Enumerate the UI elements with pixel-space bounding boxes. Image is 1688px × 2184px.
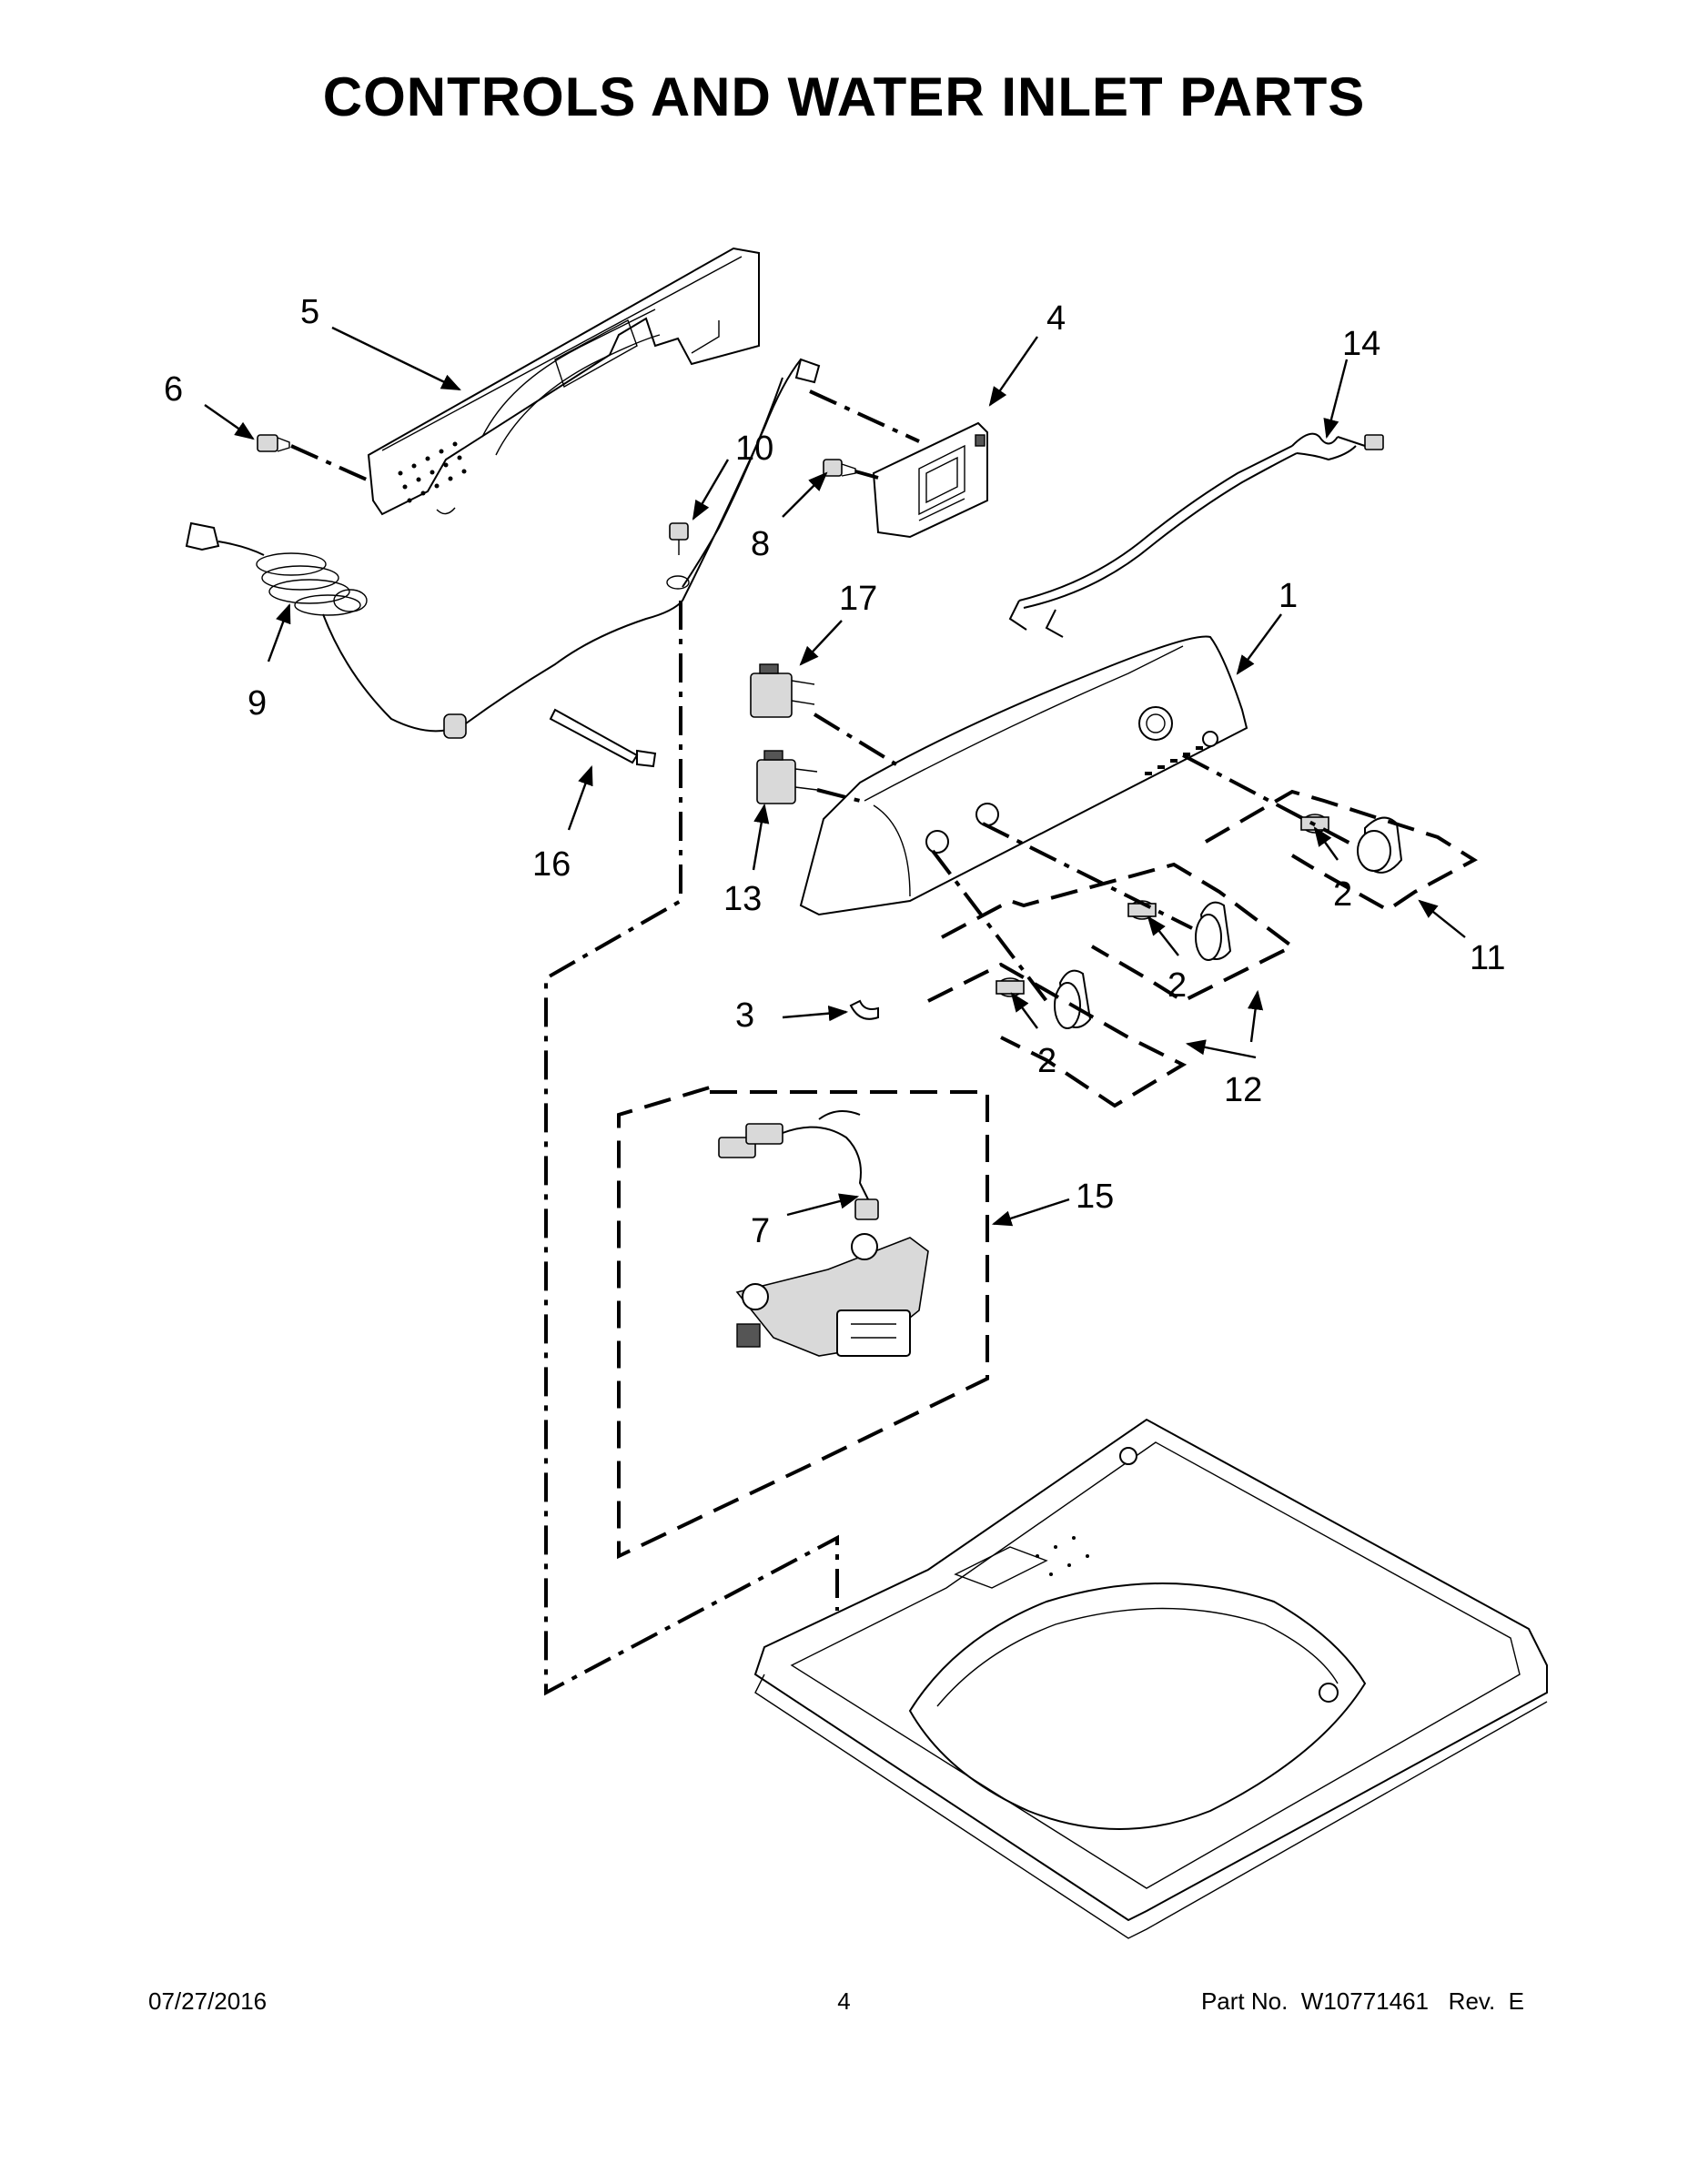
bushing-part-2c xyxy=(996,977,1025,997)
screw-part-6 xyxy=(257,434,290,452)
callout-5: 5 xyxy=(300,293,319,331)
callout-labels: 5 6 4 14 10 8 9 17 1 16 13 2 11 2 3 2 12… xyxy=(164,293,1505,1250)
callout-6: 6 xyxy=(164,370,183,409)
inlet-harness-part xyxy=(718,1110,879,1220)
group-outline-12a xyxy=(941,862,1296,1004)
control-board-part xyxy=(872,421,988,539)
leader-screw-to-panel xyxy=(290,444,369,482)
switch-part-17 xyxy=(750,663,815,718)
callout-2b: 2 xyxy=(1167,966,1187,1005)
clip-part xyxy=(849,999,879,1020)
callout-17: 17 xyxy=(839,580,877,618)
group-outline-12b xyxy=(927,962,1188,1108)
leader-screw-to-board xyxy=(854,470,879,480)
cable-tie-part xyxy=(549,708,657,768)
callout-1: 1 xyxy=(1279,577,1298,615)
knob-part-11 xyxy=(1357,816,1403,874)
footer-date: 07/27/2016 xyxy=(148,1987,268,2015)
footer-part-number: Part No. W10771461 Rev. E xyxy=(1200,1987,1524,2015)
page-title: CONTROLS AND WATER INLET PARTS xyxy=(322,66,1366,127)
callout-13: 13 xyxy=(723,880,762,918)
knob-part-12b xyxy=(1054,969,1092,1029)
callout-4: 4 xyxy=(1046,299,1066,338)
callout-10: 10 xyxy=(735,430,773,468)
screw-part-8 xyxy=(823,459,856,477)
wire-harness-part xyxy=(1008,432,1384,638)
switch-part-13 xyxy=(756,750,818,804)
group-outline-11 xyxy=(1204,789,1478,913)
callout-2c: 2 xyxy=(1037,1042,1056,1080)
callout-16: 16 xyxy=(532,845,571,884)
group-outline-15 xyxy=(617,1086,989,1560)
leader-lines xyxy=(204,326,1466,1227)
leader-knob12a xyxy=(982,822,1193,930)
callout-2a: 2 xyxy=(1333,875,1352,914)
water-valve-part xyxy=(735,1233,929,1357)
ground-screw-part xyxy=(666,522,690,590)
rear-panel-part xyxy=(367,247,760,516)
leader-knob12b xyxy=(931,849,1048,1003)
callout-7: 7 xyxy=(751,1212,770,1250)
top-panel-part xyxy=(753,1418,1548,1939)
footer-page-number: 4 xyxy=(837,1987,851,2015)
leader-switch13 xyxy=(816,788,861,803)
leader-switch17 xyxy=(813,713,898,766)
callout-12: 12 xyxy=(1224,1071,1262,1109)
knob-part-12a xyxy=(1195,901,1232,961)
callout-15: 15 xyxy=(1076,1178,1114,1216)
leader-ground-path xyxy=(544,601,839,1696)
console-part xyxy=(799,635,1248,916)
callout-9: 9 xyxy=(248,684,267,723)
leader-cord-to-board xyxy=(809,389,920,443)
callout-3: 3 xyxy=(735,996,754,1035)
power-cord-part xyxy=(185,358,821,739)
callout-11: 11 xyxy=(1470,939,1505,977)
callout-14: 14 xyxy=(1342,325,1380,363)
callout-8: 8 xyxy=(751,525,770,563)
